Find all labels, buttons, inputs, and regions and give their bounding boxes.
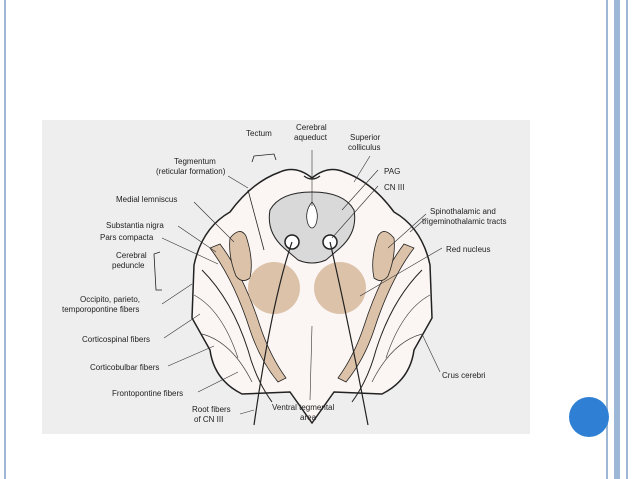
label-cerebral-peduncle: Cerebral (116, 251, 147, 260)
cn3-root-fiber-right (329, 241, 369, 426)
leader-crus-cerebri (421, 333, 441, 373)
tegmentum-fiber (247, 189, 265, 251)
label-root-fibers: Root fibers (192, 405, 231, 414)
label-cerebral-aqueduct-2: aqueduct (294, 133, 328, 142)
leader-ventral-tegmental (309, 325, 313, 401)
leader-substantia-nigra (177, 225, 217, 253)
label-root-fibers-2: of CN III (194, 415, 223, 424)
tectum-bracket (251, 153, 277, 163)
leader-root-fibers (239, 409, 255, 415)
leader-pars-compacta (161, 237, 219, 265)
label-spinothalamic: Spinothalamic and (430, 207, 496, 216)
midbrain-diagram-svg: Tectum Cerebral aqueduct Superior collic… (62, 123, 506, 426)
slide-frame-right-bar (614, 0, 620, 479)
leader-corticospinal (163, 313, 201, 339)
label-red-nucleus: Red nucleus (446, 245, 490, 254)
label-pars-compacta: Pars compacta (100, 233, 154, 242)
label-spinothalamic-2: trigeminothalamic tracts (422, 217, 506, 226)
label-medial-lemniscus: Medial lemniscus (116, 195, 177, 204)
label-occipito: Occipito, parieto, (80, 295, 140, 304)
label-corticobulbar: Corticobulbar fibers (90, 363, 159, 372)
crus-fiber-line-2 (385, 294, 431, 359)
leader-spinothalamic-b (409, 217, 427, 233)
crus-fiber-line-4 (371, 333, 423, 383)
leader-medial-lemniscus (193, 201, 235, 243)
leader-cn3 (331, 185, 379, 239)
peduncle-line-right (351, 269, 423, 403)
label-superior-colliculus-2: colliculus (348, 143, 380, 152)
leader-spinothalamic-a (387, 213, 427, 249)
label-pag: PAG (384, 167, 400, 176)
label-occipito-2: temporopontine fibers (62, 305, 139, 314)
label-cn3: CN III (384, 183, 404, 192)
label-cerebral-peduncle-2: peduncle (112, 261, 145, 270)
leader-frontopontine (197, 371, 239, 393)
spinothalamic-tract-right (372, 231, 395, 281)
crus-fiber-line-3 (201, 333, 253, 383)
leader-red-nucleus (359, 247, 443, 297)
peduncle-line-left (201, 269, 273, 403)
label-corticospinal: Corticospinal fibers (82, 335, 150, 344)
slide-frame-right-line (606, 0, 608, 479)
midbrain-diagram: Tectum Cerebral aqueduct Superior collic… (42, 120, 530, 434)
cerebral-peduncle-bracket (153, 251, 162, 291)
leader-occipito (161, 283, 193, 305)
slide-accent-dot (569, 397, 609, 437)
label-ventral-tegmental: Ventral tegmental (272, 403, 334, 412)
red-nucleus-left (248, 262, 300, 314)
label-cerebral-aqueduct: Cerebral (296, 123, 327, 132)
leader-pag (341, 169, 379, 211)
slide-frame-left (4, 0, 6, 479)
label-crus-cerebri: Crus cerebri (442, 371, 486, 380)
label-tectum: Tectum (246, 129, 272, 138)
leader-corticobulbar (167, 345, 215, 367)
leader-tegmentum (227, 175, 249, 189)
leader-superior-colliculus (353, 155, 371, 183)
label-tegmentum: Tegmentum (174, 157, 216, 166)
label-tegmentum-2: (reticular formation) (156, 167, 226, 176)
label-ventral-tegmental-2: area (300, 413, 317, 422)
substantia-nigra-right (337, 243, 415, 383)
cn3-root-fiber-left (253, 241, 293, 426)
crus-fiber-line-1 (193, 294, 239, 359)
label-frontopontine: Frontopontine fibers (112, 389, 183, 398)
cerebral-aqueduct (306, 201, 318, 229)
label-superior-colliculus: Superior (350, 133, 381, 142)
slide-frame-right-line-outer (626, 0, 628, 479)
label-substantia-nigra: Substantia nigra (106, 221, 164, 230)
